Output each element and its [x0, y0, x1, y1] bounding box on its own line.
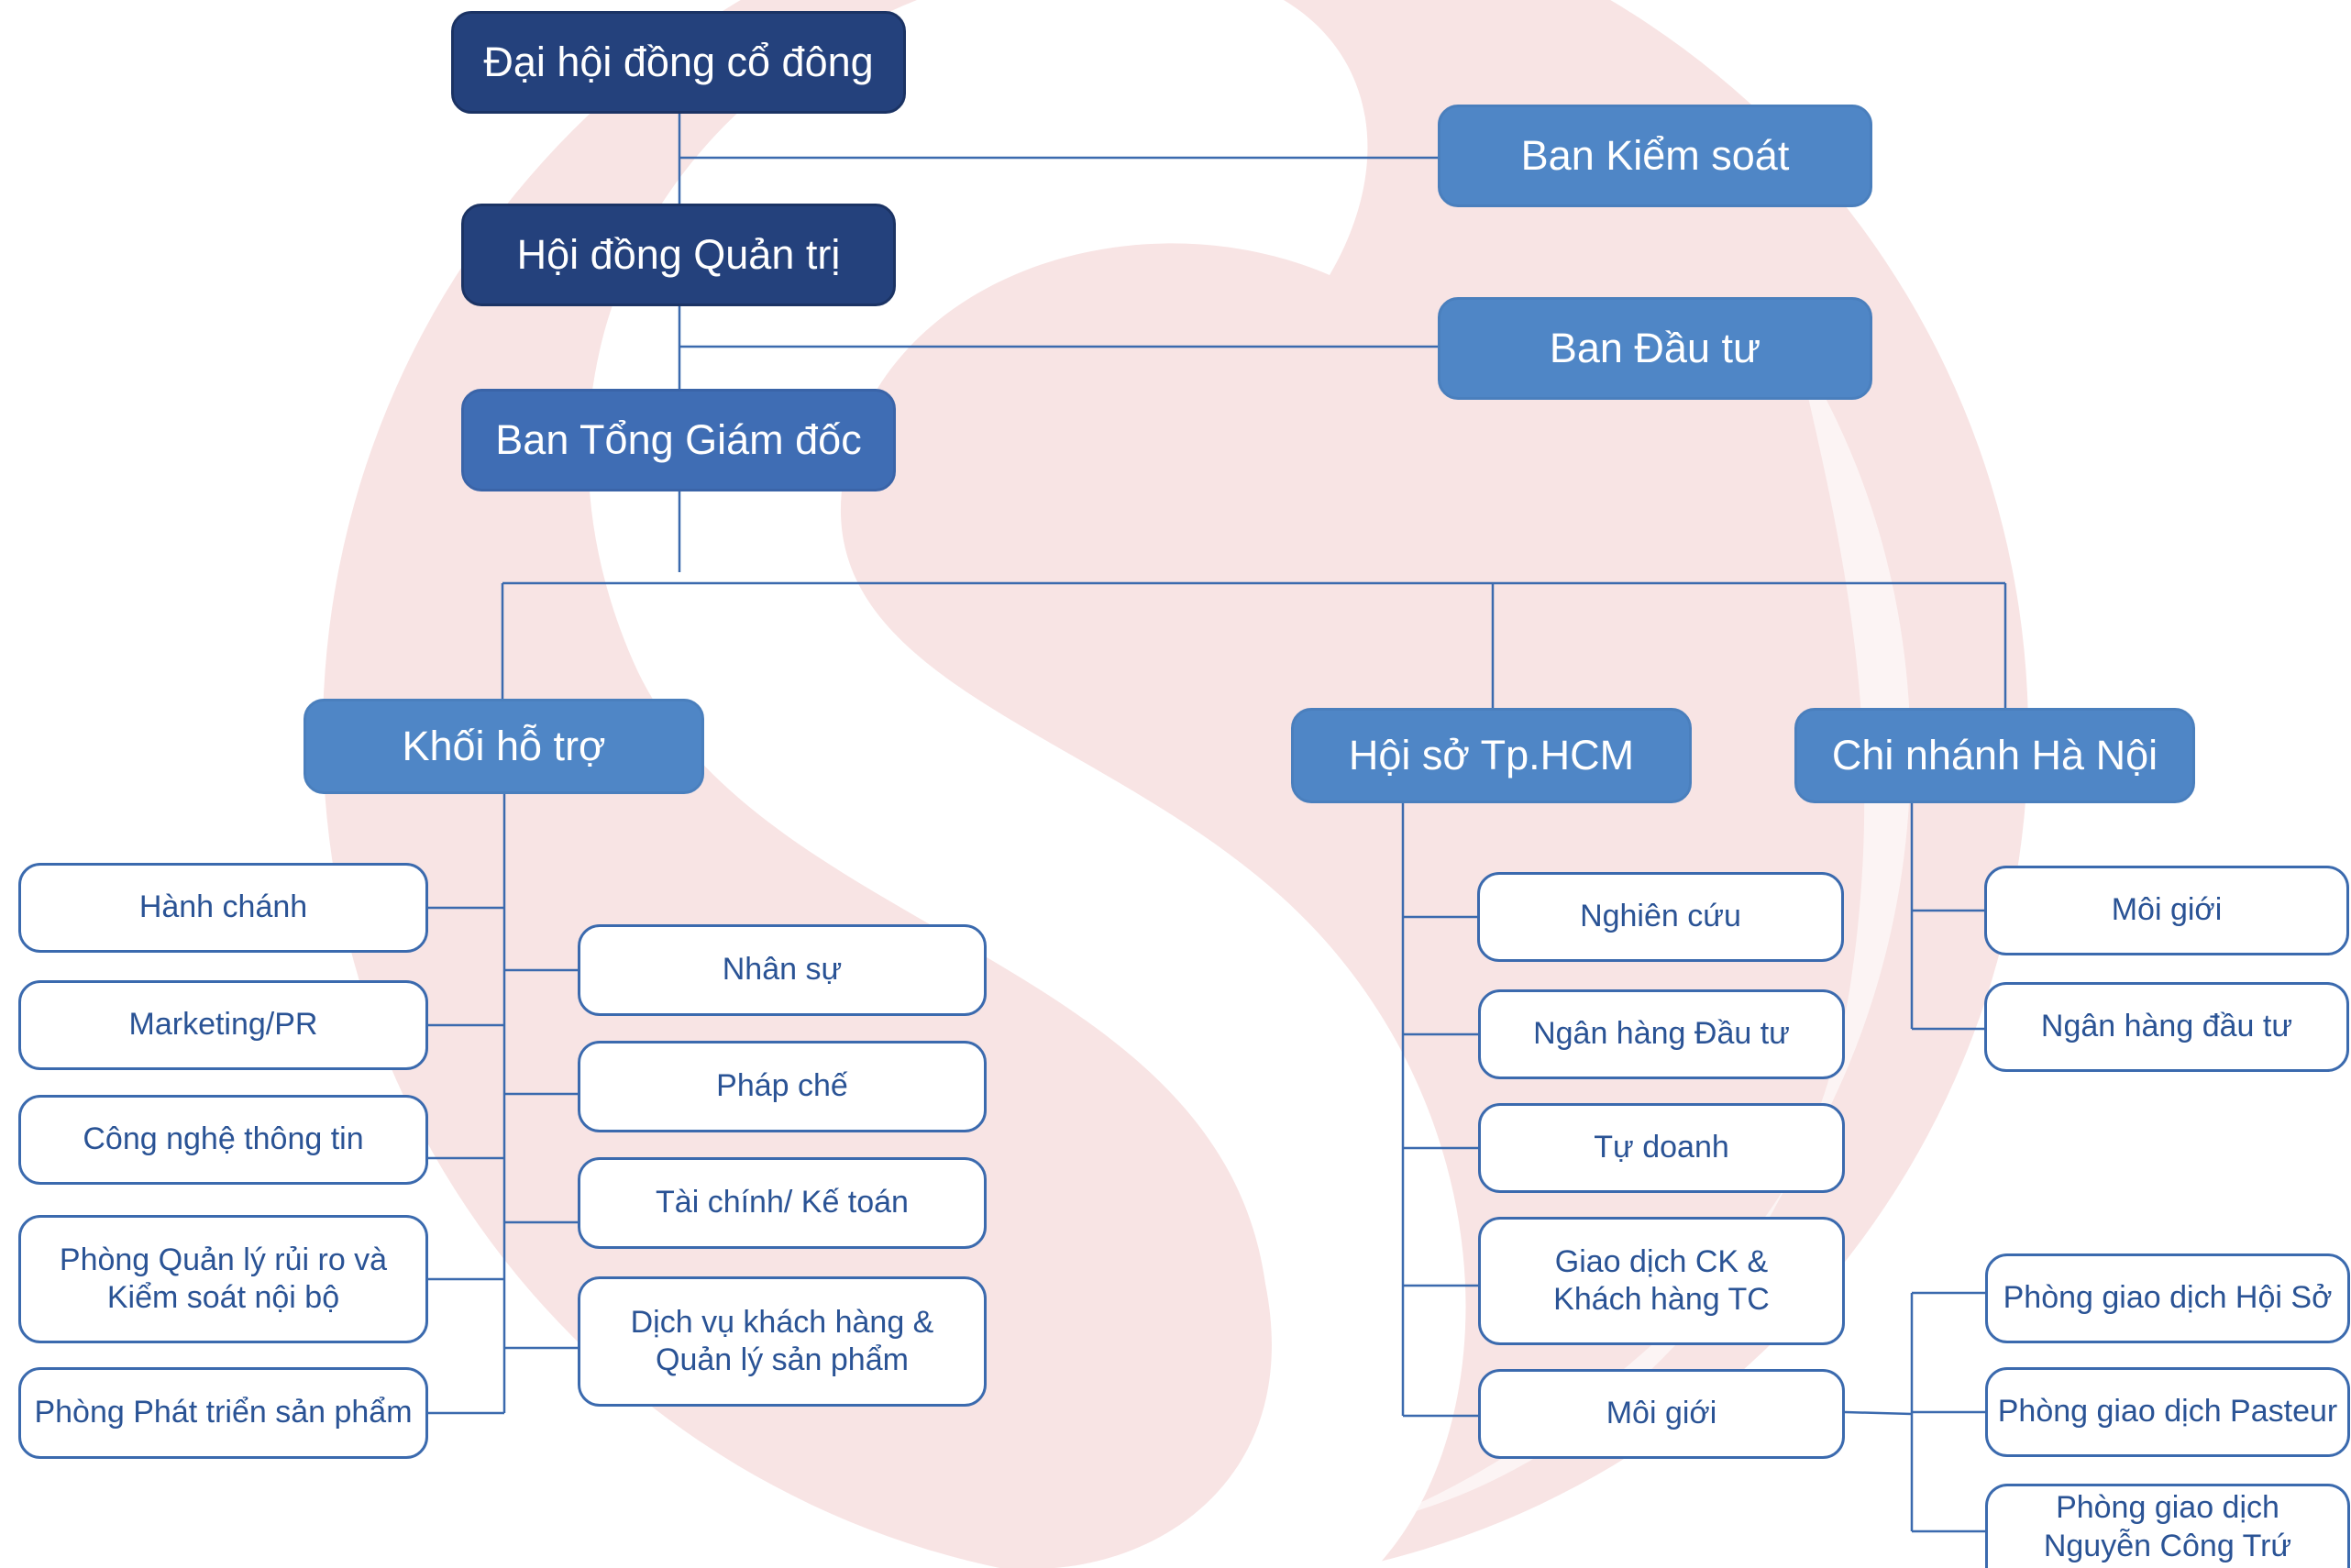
node-supervisory-board[interactable]: Ban Kiểm soát — [1438, 105, 1872, 207]
node-agm[interactable]: Đại hội đồng cổ đông — [451, 11, 906, 114]
leaf-label: Giao dịch CK & Khách hàng TC — [1553, 1243, 1770, 1317]
leaf-label: Phòng giao dịch Pasteur — [1997, 1394, 2338, 1430]
leaf-hanoi-brokerage[interactable]: Môi giới — [1984, 866, 2349, 955]
leaf-label: Tự doanh — [1594, 1130, 1729, 1165]
leaf-office-pasteur[interactable]: Phòng giao dịch Pasteur — [1985, 1367, 2350, 1457]
leaf-label: Nhân sự — [722, 952, 843, 988]
leaf-label: Phòng giao dịch Nguyễn Công Trứ — [2043, 1490, 2292, 1563]
leaf-legal[interactable]: Pháp chế — [578, 1041, 987, 1132]
node-investment-committee[interactable]: Ban Đầu tư — [1438, 297, 1872, 400]
leaf-label: Môi giới — [2111, 892, 2223, 928]
node-hanoi-branch[interactable]: Chi nhánh Hà Nội — [1794, 708, 2195, 803]
leaf-label: Dịch vụ khách hàng & Quản lý sản phẩm — [630, 1304, 934, 1377]
leaf-label: Ngân hàng đầu tư — [2040, 1009, 2293, 1044]
leaf-label: Ngân hàng Đầu tư — [1533, 1016, 1790, 1052]
leaf-research[interactable]: Nghiên cứu — [1477, 872, 1844, 962]
leaf-label: Phòng Phát triển sản phẩm — [34, 1395, 413, 1430]
leaf-administration[interactable]: Hành chánh — [18, 863, 428, 953]
leaf-label: Công nghệ thông tin — [83, 1121, 364, 1157]
leaf-label: Hành chánh — [138, 889, 308, 925]
leaf-label: Môi giới — [1606, 1396, 1717, 1431]
leaf-customer-service[interactable]: Dịch vụ khách hàng & Quản lý sản phẩm — [578, 1276, 987, 1407]
leaf-securities-trading[interactable]: Giao dịch CK & Khách hàng TC — [1478, 1217, 1845, 1345]
node-executive-board[interactable]: Ban Tổng Giám đốc — [461, 389, 896, 491]
node-support-division[interactable]: Khối hỗ trợ — [304, 699, 704, 794]
leaf-information-technology[interactable]: Công nghệ thông tin — [18, 1095, 428, 1185]
leaf-hanoi-investment-banking[interactable]: Ngân hàng đầu tư — [1984, 982, 2349, 1072]
leaf-brokerage[interactable]: Môi giới — [1478, 1369, 1845, 1459]
leaf-marketing-pr[interactable]: Marketing/PR — [18, 980, 428, 1070]
leaf-label: Marketing/PR — [128, 1007, 318, 1043]
leaf-label: Pháp chế — [716, 1068, 848, 1104]
leaf-product-development[interactable]: Phòng Phát triển sản phẩm — [18, 1367, 428, 1459]
leaf-office-head[interactable]: Phòng giao dịch Hội Sở — [1985, 1253, 2350, 1343]
leaf-investment-banking[interactable]: Ngân hàng Đầu tư — [1478, 989, 1845, 1079]
node-head-office[interactable]: Hội sở Tp.HCM — [1291, 708, 1692, 803]
leaf-label: Phòng Quản lý rủi ro và Kiểm soát nội bộ — [59, 1242, 388, 1315]
leaf-label: Phòng giao dịch Hội Sở — [2003, 1280, 2333, 1316]
node-board-of-directors[interactable]: Hội đồng Quản trị — [461, 204, 896, 306]
leaf-risk-management[interactable]: Phòng Quản lý rủi ro và Kiểm soát nội bộ — [18, 1215, 428, 1343]
leaf-label: Nghiên cứu — [1580, 899, 1741, 934]
leaf-label: Tài chính/ Kế toán — [656, 1185, 909, 1220]
leaf-human-resources[interactable]: Nhân sự — [578, 924, 987, 1016]
leaf-proprietary-trading[interactable]: Tự doanh — [1478, 1103, 1845, 1193]
leaf-finance-accounting[interactable]: Tài chính/ Kế toán — [578, 1157, 987, 1249]
leaf-office-nguyen-cong-tru[interactable]: Phòng giao dịch Nguyễn Công Trứ — [1985, 1484, 2350, 1568]
